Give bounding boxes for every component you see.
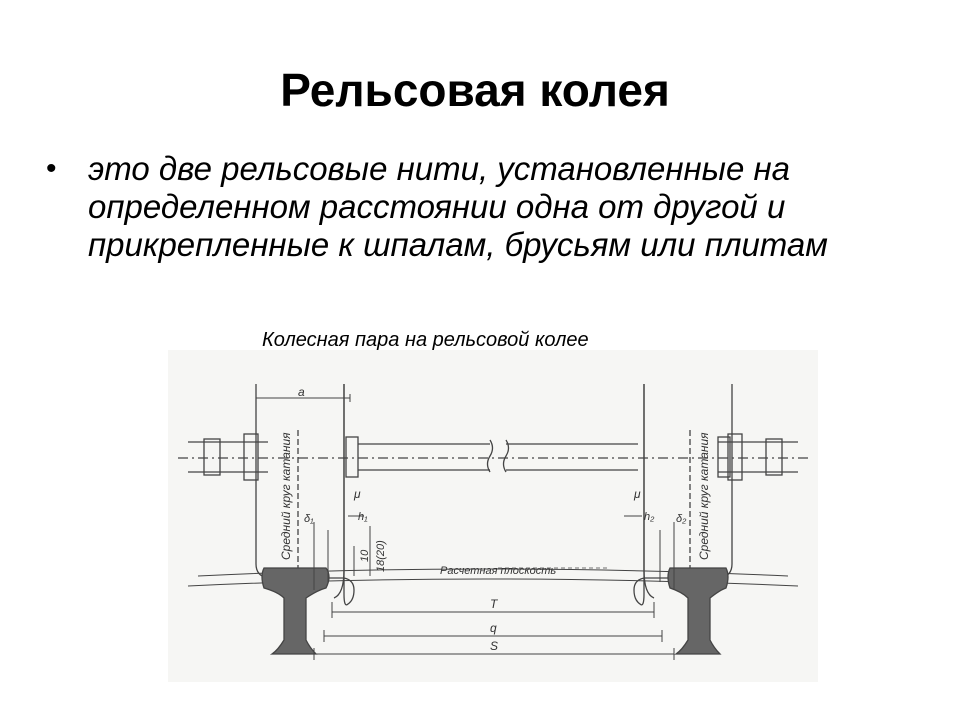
label-rolling-circle-left: Средний круг катания — [279, 432, 293, 560]
label-delta2: δ₂ — [676, 513, 687, 525]
rails — [187, 567, 799, 655]
slide-title: Рельсовая колея — [280, 64, 670, 116]
bullet-dot-icon: • — [46, 152, 57, 185]
label-T: T — [490, 597, 499, 611]
label-mu-left: μ — [353, 487, 361, 501]
label-plane: Расчетная плоскость — [440, 565, 556, 577]
label-mu-right: μ — [633, 487, 641, 501]
label-a: а — [298, 385, 305, 399]
label-10: 10 — [359, 549, 371, 562]
label-h2: h₂ — [644, 511, 655, 523]
label-S: S — [490, 639, 498, 653]
label-h1: h₁ — [358, 511, 368, 523]
axle — [178, 433, 808, 481]
bullet-text: это две рельсовые нити, установленные на… — [88, 150, 828, 263]
wheelset-diagram: а Средний круг катания Средний круг ката… — [168, 350, 818, 682]
wheelset-drawing: а Средний круг катания Средний круг ката… — [178, 384, 808, 660]
label-rolling-circle-right: Средний круг катания — [697, 432, 711, 560]
figure-caption: Колесная пара на рельсовой колее — [262, 329, 589, 351]
label-18-20: 18(20) — [375, 540, 387, 572]
left-wheel — [255, 384, 355, 606]
label-q: q — [490, 621, 497, 635]
label-delta1: δ₁ — [304, 513, 314, 525]
dimension-lines — [255, 394, 675, 660]
